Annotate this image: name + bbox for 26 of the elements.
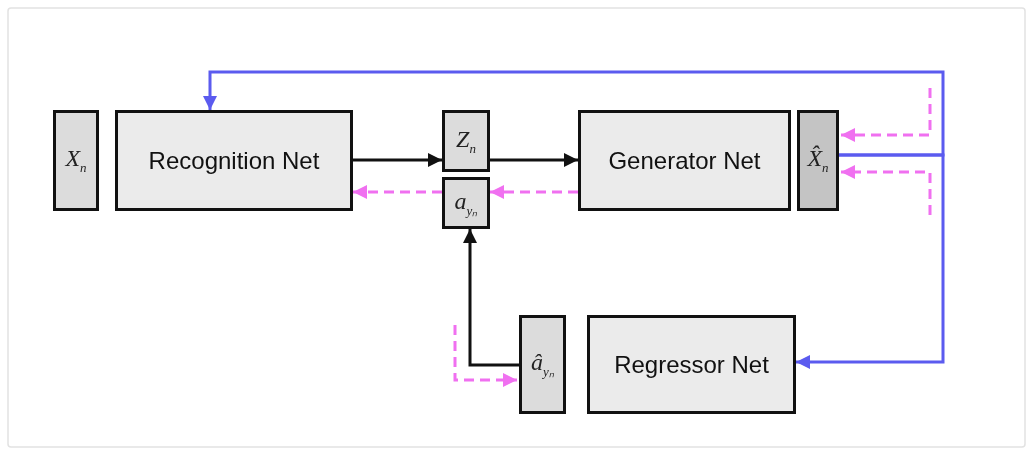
box-label: Generator Net [608,146,761,175]
arrow [490,153,578,167]
variable-box [442,110,490,172]
math-symbol: X$_{n}$ [65,145,87,176]
math-symbol: a$_{yₙ}$ [454,187,478,219]
math-symbol: X̂$_{n}$ [807,145,829,176]
arrow [203,70,945,157]
network-box [115,110,353,211]
math-symbol: â$_{yₙ}$ [531,349,554,380]
arrow [490,185,578,199]
network-box [578,110,791,211]
arrow [453,325,517,387]
box-label: Regressor Net [614,350,769,379]
arrow [463,229,519,367]
arrow [841,165,932,215]
variable-box [797,110,839,211]
variable-box [53,110,99,211]
variable-box [519,315,566,414]
arrow [353,153,442,167]
network-box [587,315,796,414]
math-symbol: Z$_{n}$ [456,125,476,157]
box-label: Recognition Net [148,146,320,175]
arrow [796,153,945,369]
variable-box [442,177,490,229]
arrow [841,88,932,142]
arrow [353,185,442,199]
